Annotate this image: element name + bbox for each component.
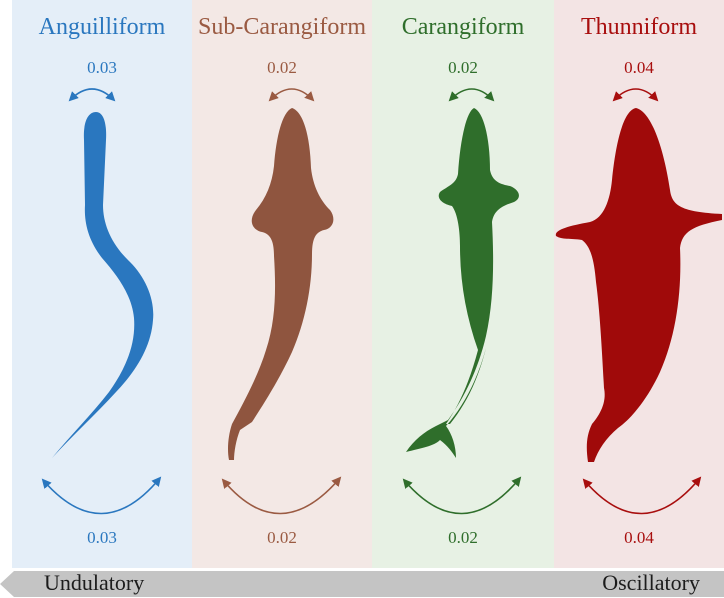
thunniform-tail-amplitude: 0.04 (554, 528, 724, 548)
anguilliform-tail-arrow (43, 478, 160, 514)
anguilliform-title: Anguilliform (12, 14, 192, 41)
thunniform-fish-silhouette (556, 108, 722, 462)
sub-carangiform-title: Sub-Carangiform (192, 14, 372, 41)
thunniform-head-arrow (614, 89, 657, 100)
anguilliform-tail-amplitude: 0.03 (12, 528, 192, 548)
sub-carangiform-tail-arrow (223, 478, 340, 514)
sub-carangiform-group (223, 89, 340, 514)
sub-carangiform-tail-amplitude: 0.02 (192, 528, 372, 548)
anguilliform-head-arrow (70, 89, 114, 100)
sub-carangiform-fish-silhouette (228, 108, 333, 460)
carangiform-group (404, 89, 520, 514)
thunniform-tail-arrow (584, 478, 700, 514)
carangiform-fish-silhouette (406, 108, 519, 458)
thunniform-head-amplitude: 0.04 (554, 58, 724, 78)
carangiform-title: Carangiform (372, 14, 554, 41)
undulatory-label: Undulatory (44, 570, 144, 596)
anguilliform-group (43, 89, 160, 514)
thunniform-title: Thunniform (554, 14, 724, 41)
carangiform-head-arrow (450, 89, 493, 100)
anguilliform-head-amplitude: 0.03 (12, 58, 192, 78)
carangiform-tail-amplitude: 0.02 (372, 528, 554, 548)
oscillatory-label: Oscillatory (602, 570, 700, 596)
carangiform-head-amplitude: 0.02 (372, 58, 554, 78)
sub-carangiform-head-amplitude: 0.02 (192, 58, 372, 78)
sub-carangiform-head-arrow (270, 89, 313, 100)
thunniform-group (556, 89, 722, 514)
anguilliform-eel-silhouette (52, 112, 153, 458)
carangiform-tail-arrow (404, 478, 520, 514)
fish-illustration-layer (0, 0, 724, 568)
